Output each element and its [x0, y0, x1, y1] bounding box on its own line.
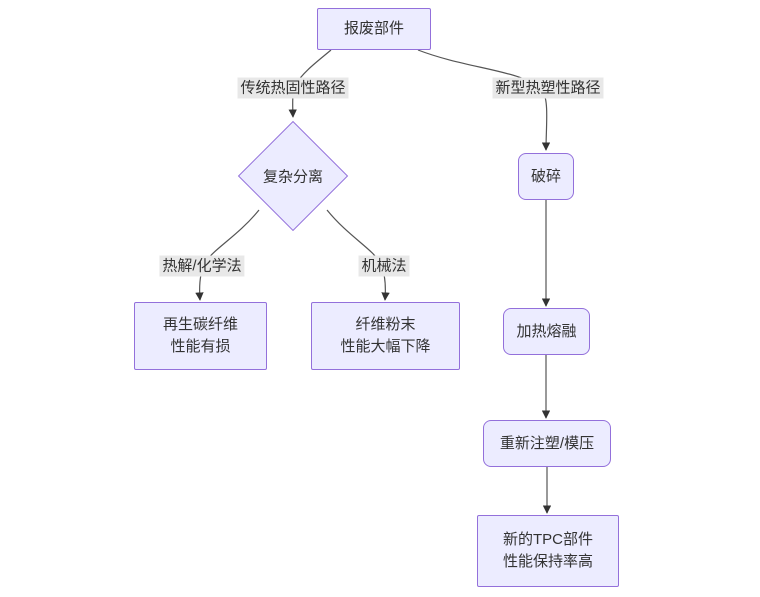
node-recycled-carbon-fiber: 再生碳纤维 性能有损	[134, 302, 267, 370]
node-complex-separation-label: 复杂分离	[262, 168, 324, 186]
node-crushing: 破碎	[518, 153, 574, 200]
edge-scrap-to-crush	[417, 49, 551, 151]
node-fiber-powder: 纤维粉末 性能大幅下降	[311, 302, 460, 370]
node-crushing-label: 破碎	[530, 167, 561, 185]
edge-label-mechanical: 机械法	[358, 255, 410, 277]
node-new-tpc-part: 新的TPC部件 性能保持率高	[477, 515, 619, 587]
node-scrapped-parts: 报废部件	[317, 8, 431, 50]
edge-label-pyrolysis-chemical: 热解/化学法	[159, 255, 245, 277]
node-remolding-label: 重新注塑/模压	[499, 434, 595, 452]
edge-label-thermoset-path: 传统热固性路径	[237, 77, 349, 99]
node-new-tpc-part-line2: 性能保持率高	[502, 553, 593, 570]
node-recycled-carbon-fiber-line2: 性能有损	[170, 338, 231, 355]
node-fiber-powder-line2: 性能大幅下降	[340, 338, 431, 355]
node-fiber-powder-line1: 纤维粉末	[355, 316, 416, 333]
edge-label-thermoplastic-path: 新型热塑性路径	[492, 77, 604, 99]
node-heating-melting-label: 加热熔融	[516, 322, 577, 340]
node-new-tpc-part-line1: 新的TPC部件	[502, 531, 593, 548]
node-remolding: 重新注塑/模压	[483, 420, 611, 467]
node-recycled-carbon-fiber-line1: 再生碳纤维	[162, 316, 238, 333]
node-scrapped-parts-label: 报废部件	[343, 20, 404, 37]
node-heating-melting: 加热熔融	[503, 308, 590, 355]
